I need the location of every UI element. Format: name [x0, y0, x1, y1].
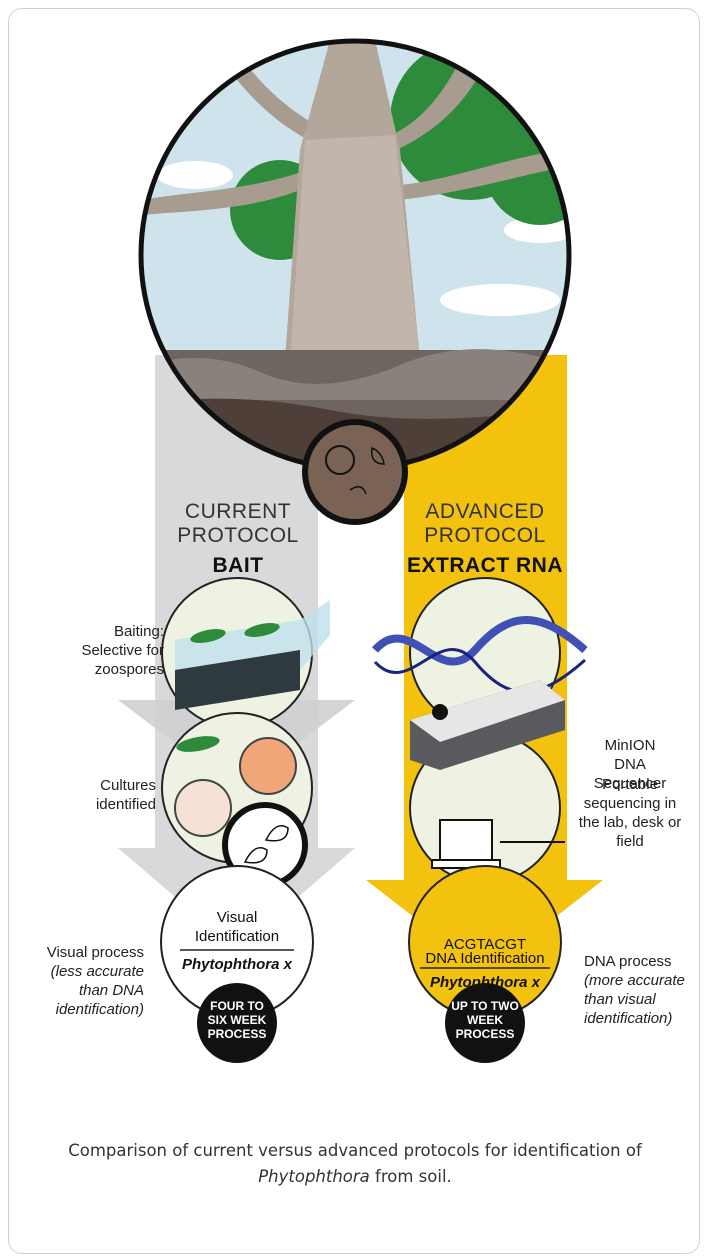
current-duration-label: FOUR TO SIX WEEK PROCESS: [207, 999, 267, 1041]
figure-caption: Comparison of current versus advanced pr…: [60, 1138, 650, 1190]
sequencer-label: MinION DNA Sequencer: [593, 737, 667, 792]
laptop-circle: [409, 732, 565, 884]
current-method-label: BAIT: [212, 554, 264, 577]
advanced-method-label: EXTRACT RNA: [407, 554, 563, 577]
visual-process-label: Visual process: [46, 944, 144, 961]
dna-process-note: DNA process (more accurate than visual i…: [584, 952, 694, 1028]
caption-text-before: Comparison of current versus advanced pr…: [68, 1141, 642, 1160]
current-species-label: Phytophthora x: [181, 956, 292, 973]
advanced-duration-label: UP TO TWO WEEK PROCESS: [451, 999, 519, 1041]
current-protocol-heading: CURRENT PROTOCOL: [177, 500, 299, 547]
visual-identification-title: Visual Identification: [194, 909, 280, 945]
dna-process-detail: (more accurate than visual identificatio…: [584, 972, 685, 1027]
minion-sequencer-icon: [410, 680, 565, 770]
caption-text-after: from soil.: [369, 1167, 452, 1186]
advanced-protocol-heading: ADVANCED PROTOCOL: [424, 500, 546, 547]
visual-process-detail: (less accurate than DNA identification): [50, 963, 144, 1018]
baiting-note: Baiting: Selective for zoospores: [81, 623, 164, 678]
visual-process-note: Visual process (less accurate than DNA i…: [34, 943, 144, 1019]
baiting-circle: [161, 577, 330, 729]
sequence-text: ACGTACGT: [443, 936, 527, 953]
caption-genus: Phytophthora: [258, 1167, 370, 1186]
cultures-note: Cultures identified: [95, 777, 156, 813]
dna-identification-title: DNA Identification: [425, 950, 545, 967]
portable-note: Portable sequencing in the lab, desk or …: [578, 776, 682, 850]
advanced-duration-badge: [445, 983, 525, 1063]
dna-process-label: DNA process: [584, 953, 672, 970]
current-duration-badge: [197, 983, 277, 1063]
soil-sample-circle: [302, 419, 408, 525]
advanced-species-label: Phytophthora x: [429, 974, 540, 991]
